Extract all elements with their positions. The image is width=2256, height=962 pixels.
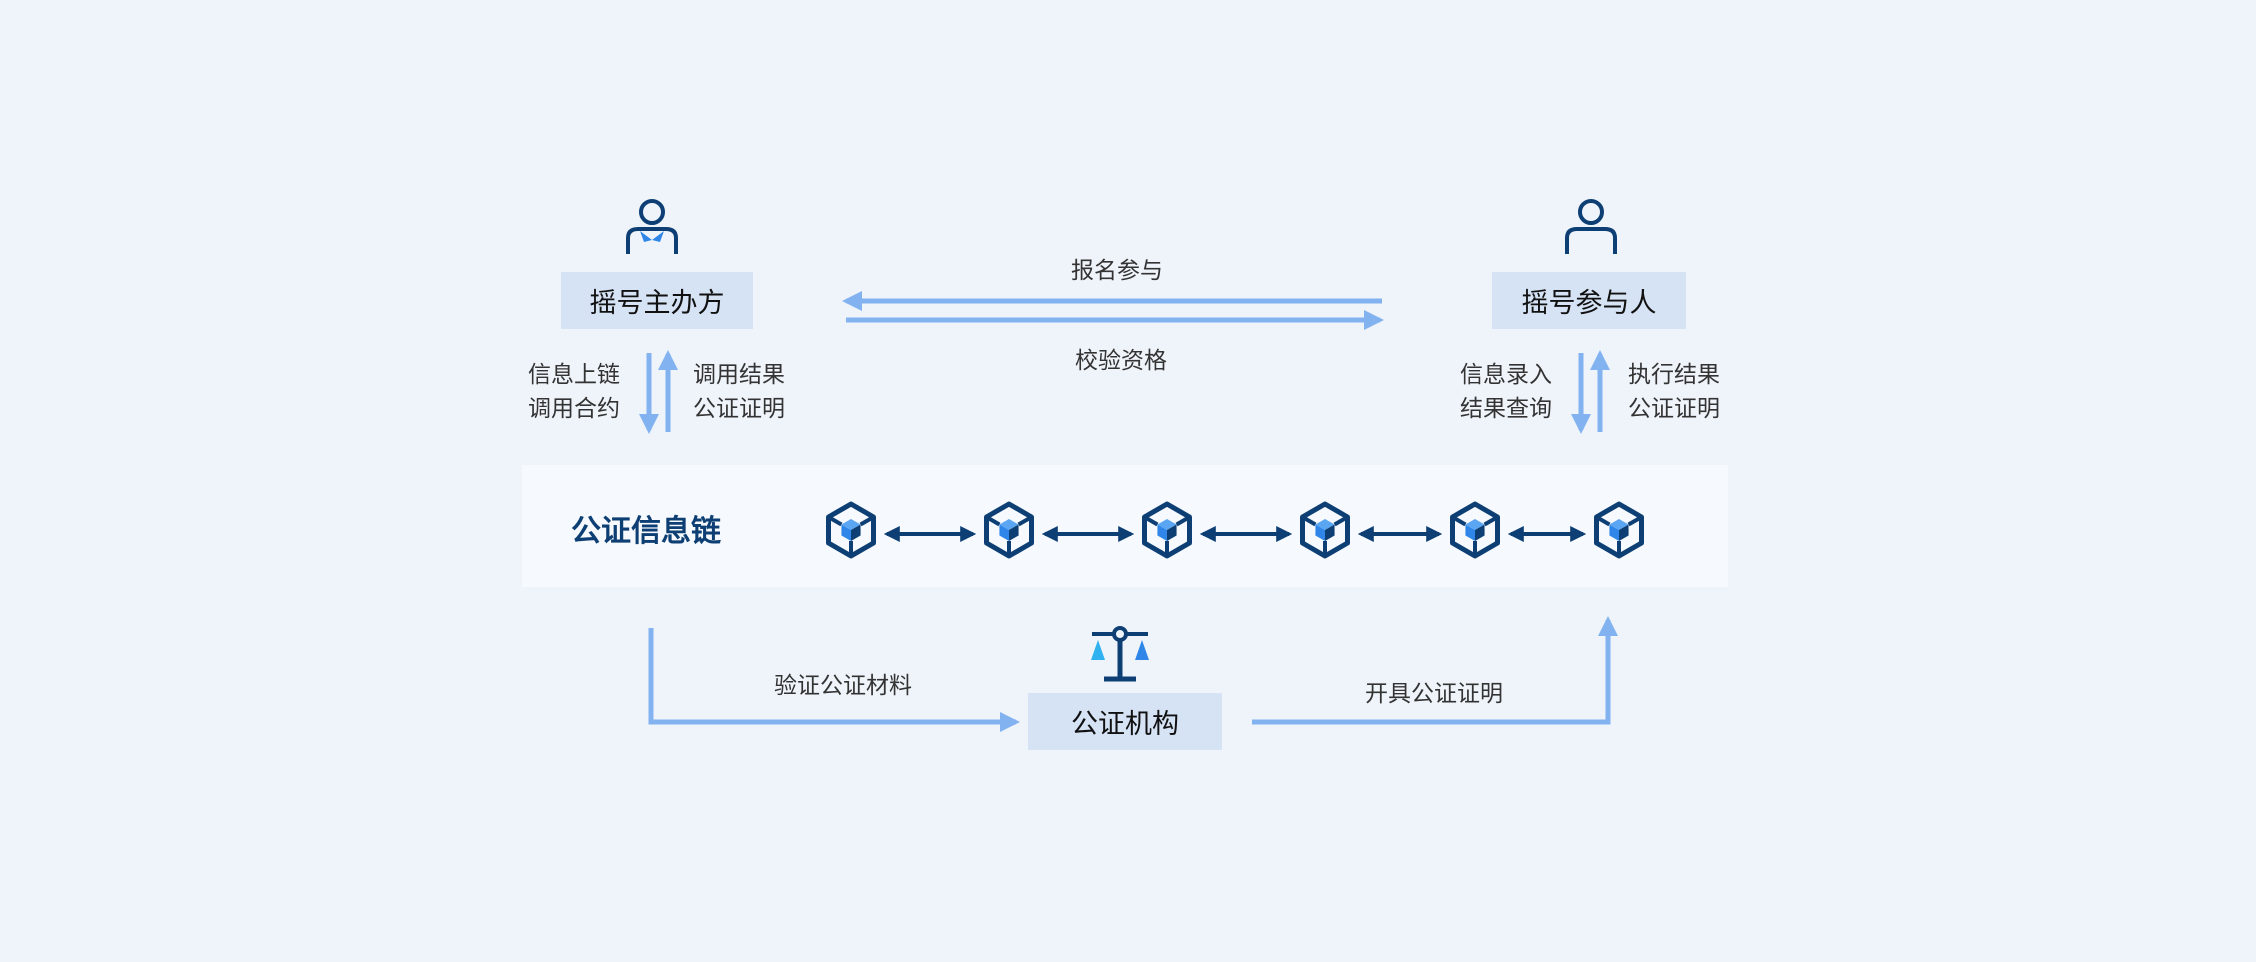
participant-right-label-2: 公证证明 bbox=[1628, 396, 1720, 422]
arrow-notary-to-participant bbox=[1252, 616, 1618, 725]
notary-label: 公证机构 bbox=[1071, 709, 1179, 740]
organizer-left-labels: 信息上链 调用合约 bbox=[510, 358, 620, 426]
participant-right-labels: 执行结果 公证证明 bbox=[1620, 358, 1720, 426]
organizer-left-label-2: 调用合约 bbox=[528, 396, 620, 422]
participant-right-label-1: 执行结果 bbox=[1628, 362, 1720, 388]
participant-left-label-2: 结果查询 bbox=[1460, 396, 1552, 422]
notary-right-flow-label: 开具公证证明 bbox=[1365, 681, 1503, 707]
organizer-right-labels: 调用结果 公证证明 bbox=[693, 358, 785, 426]
organizer-right-label-2: 公证证明 bbox=[693, 396, 785, 422]
organizer-right-label-1: 调用结果 bbox=[693, 362, 785, 388]
participant-left-labels: 信息录入 结果查询 bbox=[1442, 358, 1552, 426]
organizer-left-label-1: 信息上链 bbox=[528, 362, 620, 388]
organizer-box: 摇号主办方 bbox=[561, 272, 753, 329]
organizer-label: 摇号主办方 bbox=[589, 288, 725, 319]
organizer-person-icon bbox=[626, 199, 678, 254]
exchange-top-label: 报名参与 bbox=[1071, 258, 1163, 284]
participant-box: 摇号参与人 bbox=[1492, 272, 1686, 329]
participant-person-icon bbox=[1565, 199, 1617, 254]
participant-label: 摇号参与人 bbox=[1521, 288, 1657, 319]
exchange-bottom-label: 校验资格 bbox=[1075, 348, 1167, 374]
participant-left-label-1: 信息录入 bbox=[1460, 362, 1552, 388]
arrow-chain-to-notary bbox=[648, 628, 1020, 732]
chain-title: 公证信息链 bbox=[571, 514, 721, 549]
notary-box: 公证机构 bbox=[1028, 693, 1222, 750]
scales-of-justice-icon bbox=[1091, 626, 1149, 682]
notary-left-flow-label: 验证公证材料 bbox=[774, 673, 912, 699]
